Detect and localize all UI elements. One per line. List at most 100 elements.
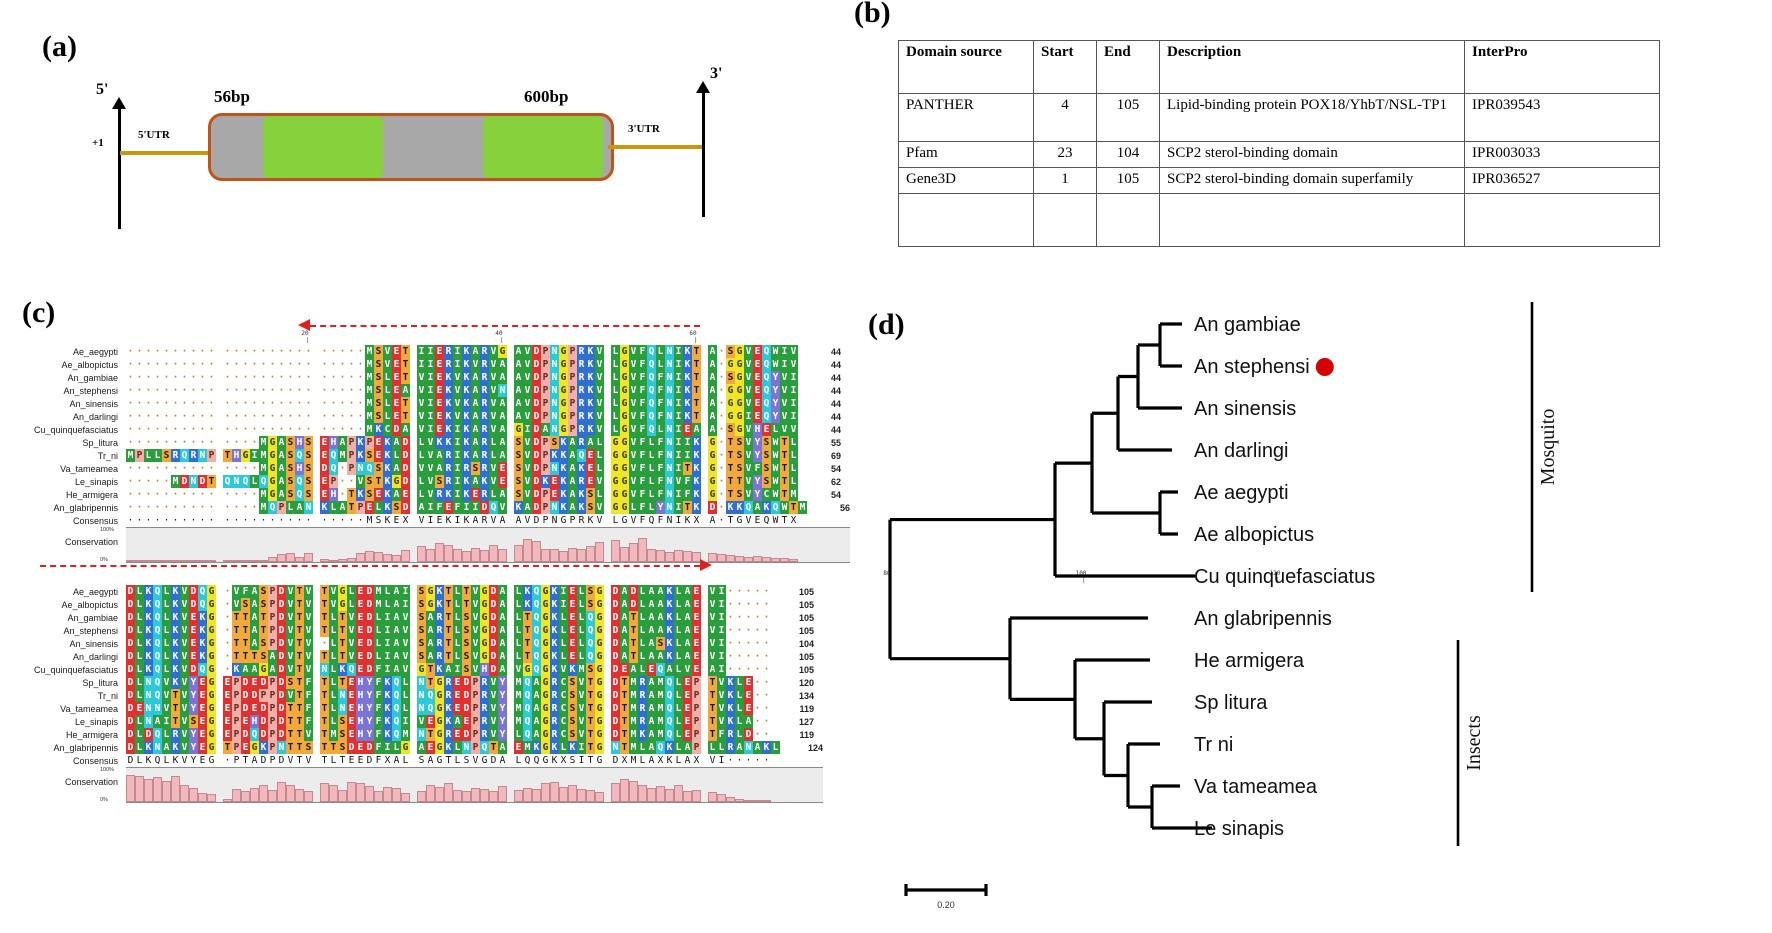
residue: W bbox=[771, 358, 780, 371]
alignment-residue-count: 105 bbox=[798, 586, 814, 597]
residue: T bbox=[587, 755, 594, 766]
conservation-bar bbox=[383, 787, 392, 802]
residue: T bbox=[295, 624, 304, 637]
residue: · bbox=[242, 463, 249, 474]
conservation-bar bbox=[498, 785, 507, 802]
residue: S bbox=[735, 488, 744, 501]
residue: K bbox=[384, 515, 391, 526]
residue: · bbox=[224, 755, 231, 766]
residue: P bbox=[232, 728, 241, 741]
residue: D bbox=[489, 611, 498, 624]
residue: S bbox=[762, 475, 771, 488]
residue: X bbox=[657, 755, 664, 766]
residue: S bbox=[586, 585, 595, 598]
conservation-group bbox=[320, 782, 410, 802]
residue: G bbox=[708, 449, 717, 462]
residue: T bbox=[242, 755, 249, 766]
residue: T bbox=[171, 715, 180, 728]
alignment-species-name: Sp_litura bbox=[82, 437, 118, 448]
residue: D bbox=[277, 637, 286, 650]
residue: · bbox=[242, 411, 249, 422]
residue: Q bbox=[647, 371, 656, 384]
alignment-residue-count: 54 bbox=[830, 463, 841, 474]
residue: S bbox=[417, 637, 426, 650]
residue: R bbox=[480, 462, 489, 475]
residue: H bbox=[480, 663, 489, 676]
residue: L bbox=[514, 637, 523, 650]
residue: G bbox=[559, 423, 568, 436]
residue: E bbox=[692, 637, 701, 650]
conservation-bar bbox=[207, 793, 216, 802]
residue: I bbox=[559, 598, 568, 611]
residue: · bbox=[357, 372, 364, 383]
residue: P bbox=[692, 741, 701, 754]
conservation-group bbox=[514, 782, 604, 802]
residue: K bbox=[383, 728, 392, 741]
residue: D bbox=[489, 624, 498, 637]
residue: K bbox=[338, 663, 347, 676]
residue: V bbox=[629, 449, 638, 462]
residue: E bbox=[754, 515, 761, 526]
residue: L bbox=[417, 475, 426, 488]
residue: A bbox=[514, 384, 523, 397]
residue: · bbox=[718, 489, 725, 500]
residue: · bbox=[718, 437, 725, 448]
residue: R bbox=[577, 384, 586, 397]
residue: K bbox=[692, 462, 701, 475]
residue: I bbox=[674, 384, 683, 397]
residue: F bbox=[656, 436, 665, 449]
residue: G bbox=[542, 755, 549, 766]
residue: G bbox=[559, 371, 568, 384]
residue: · bbox=[163, 385, 170, 396]
panel-d-label: (d) bbox=[868, 308, 905, 341]
residue: A bbox=[153, 715, 162, 728]
residue: · bbox=[127, 437, 134, 448]
residue: D bbox=[532, 384, 541, 397]
panel-c-label: (c) bbox=[22, 296, 56, 329]
residue: G bbox=[541, 728, 550, 741]
residue: L bbox=[674, 624, 683, 637]
residue: L bbox=[514, 728, 523, 741]
residue: M bbox=[630, 755, 637, 766]
conservation-bar bbox=[683, 551, 692, 562]
residue: G bbox=[620, 501, 629, 514]
conservation-bar bbox=[153, 560, 162, 562]
residue: T bbox=[444, 650, 453, 663]
residue: F bbox=[638, 345, 647, 358]
residue: K bbox=[726, 689, 735, 702]
residue: I bbox=[717, 650, 726, 663]
cell-domain-source: PANTHER bbox=[898, 93, 1034, 142]
residue: A bbox=[665, 663, 674, 676]
residue: H bbox=[356, 728, 365, 741]
residue: T bbox=[735, 475, 744, 488]
residue: L bbox=[453, 611, 462, 624]
residue: P bbox=[541, 410, 550, 423]
conservation-bar bbox=[568, 784, 577, 802]
conservation-bar bbox=[198, 793, 207, 802]
residue: Y bbox=[189, 689, 198, 702]
residue: · bbox=[348, 411, 355, 422]
residue: D bbox=[532, 358, 541, 371]
residue: · bbox=[745, 612, 752, 623]
residue: M bbox=[365, 345, 374, 358]
residue: I bbox=[462, 501, 471, 514]
residue: · bbox=[190, 385, 197, 396]
residue: S bbox=[241, 598, 250, 611]
residue: I bbox=[674, 371, 683, 384]
residue: M bbox=[329, 728, 338, 741]
residue: I bbox=[417, 345, 426, 358]
residue: · bbox=[145, 398, 152, 409]
residue: · bbox=[242, 346, 249, 357]
residue: T bbox=[620, 715, 629, 728]
residue: · bbox=[339, 463, 346, 474]
